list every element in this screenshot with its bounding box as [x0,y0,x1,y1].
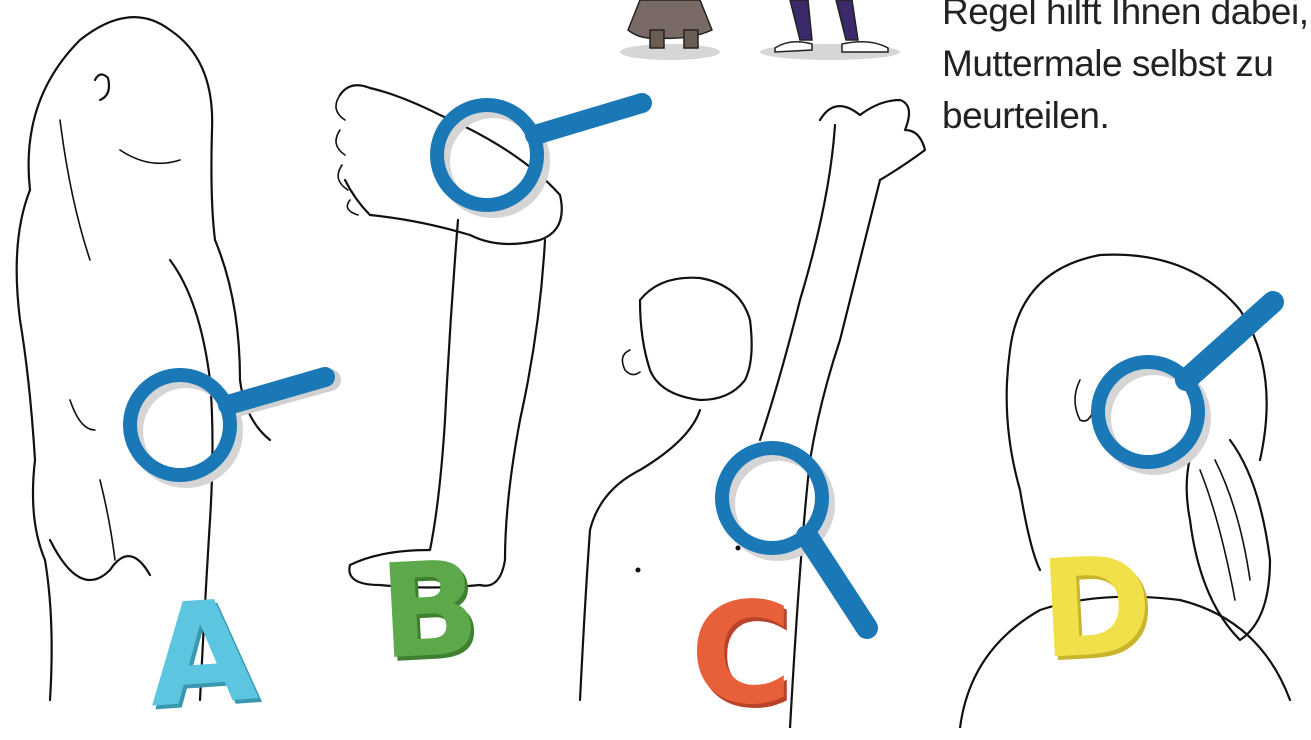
magnifier-icon [437,103,642,211]
cartoon-characters [620,0,900,60]
caption-line: beurteilen. [942,90,1302,142]
letter-b: B [377,542,483,677]
magnifier-icon [1098,302,1273,468]
caption-line: Muttermale selbst zu [942,38,1302,90]
letter-c: C [690,585,793,725]
caption-line: Regel hilft Ihnen dabei, [942,0,1302,38]
letter-d: D [1037,537,1156,678]
letter-a: A [143,581,261,728]
caption-text: Regel hilft Ihnen dabei, Muttermale selb… [942,0,1302,142]
magnifier-icon [130,375,330,481]
